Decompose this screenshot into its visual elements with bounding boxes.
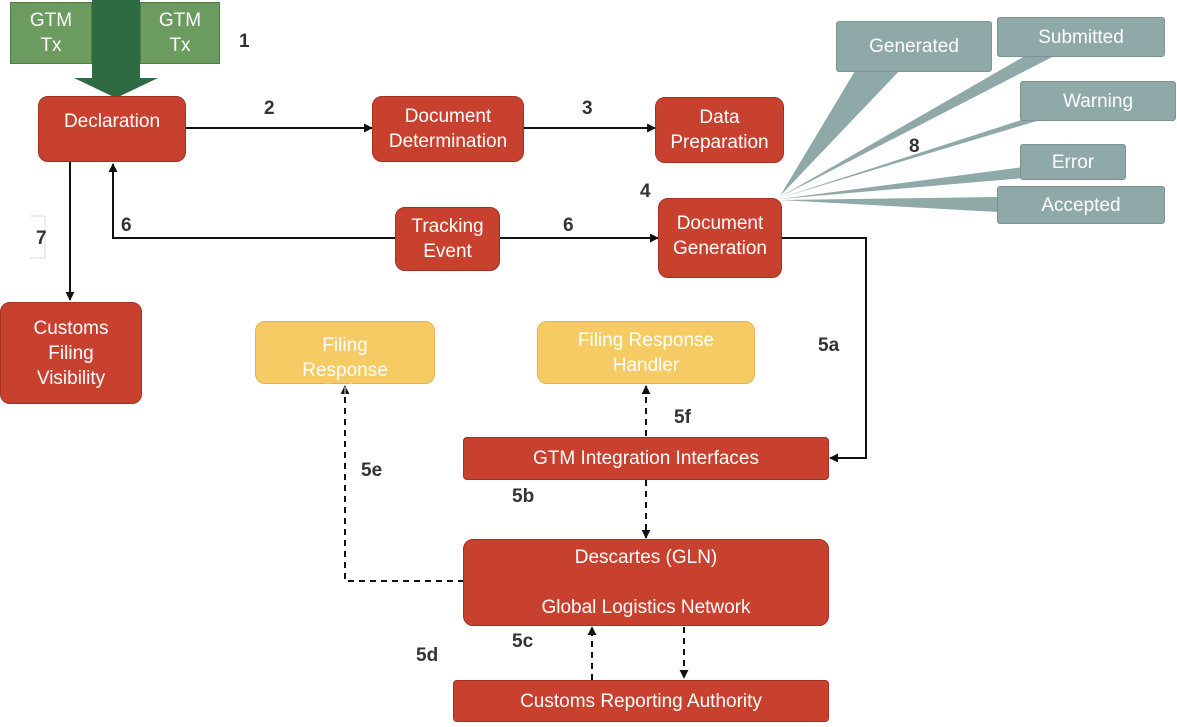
step-label-5e: 5e bbox=[361, 460, 383, 481]
descartes-box[interactable]: Descartes (GLN) Global Logistics Network bbox=[463, 539, 829, 626]
step-label-4: 4 bbox=[640, 181, 651, 202]
data-preparation-box[interactable]: Data Preparation bbox=[655, 97, 784, 163]
step-label-5f: 5f bbox=[674, 407, 691, 428]
status-generated-box[interactable]: Generated bbox=[836, 21, 992, 72]
data-preparation-line-2: Preparation bbox=[670, 132, 769, 153]
document-determination-line-2: Determination bbox=[388, 131, 508, 152]
status-error-label: Error bbox=[1051, 151, 1095, 173]
document-determination-line-1: Document bbox=[404, 106, 492, 127]
callout-error bbox=[780, 167, 1024, 199]
document-generation-line-2: Generation bbox=[672, 238, 767, 259]
declaration-label: Declaration bbox=[63, 111, 161, 132]
customs-filing-visibility-box[interactable]: Customs Filing Visibility bbox=[0, 302, 142, 404]
big-down-arrow bbox=[74, 0, 158, 98]
step-label-6-right: 6 bbox=[563, 215, 574, 236]
gtm-tx-left-line-1: GTM bbox=[29, 10, 73, 31]
document-generation-line-1: Document bbox=[676, 213, 764, 234]
tracking-event-box[interactable]: Tracking Event bbox=[395, 207, 500, 271]
customs-reporting-authority-box[interactable]: Customs Reporting Authority bbox=[453, 680, 829, 722]
step-label-8: 8 bbox=[909, 136, 920, 157]
filing-response-handler-line-2: Handler bbox=[612, 354, 680, 376]
status-accepted-label: Accepted bbox=[1041, 194, 1121, 216]
status-submitted-box[interactable]: Submitted bbox=[997, 17, 1165, 57]
gtm-integration-interfaces-label: GTM Integration Interfaces bbox=[533, 448, 759, 469]
status-warning-label: Warning bbox=[1062, 90, 1134, 112]
gtm-tx-right-line-1: GTM bbox=[158, 10, 202, 31]
callout-accepted bbox=[780, 197, 998, 212]
status-generated-label: Generated bbox=[869, 36, 959, 57]
descartes-line-3: Global Logistics Network bbox=[541, 597, 751, 618]
arrow-generation-to-integration bbox=[782, 237, 867, 463]
label-7-bracket bbox=[30, 215, 46, 259]
gtm-tx-left-line-2: Tx bbox=[40, 35, 62, 56]
step-label-1: 1 bbox=[239, 31, 250, 52]
customs-filing-visibility-line-1: Customs bbox=[33, 317, 109, 339]
step-label-5d: 5d bbox=[416, 645, 439, 666]
data-preparation-line-1: Data bbox=[699, 107, 740, 128]
step-label-5c: 5c bbox=[512, 631, 534, 652]
callout-generated bbox=[780, 66, 904, 196]
status-warning-box[interactable]: Warning bbox=[1020, 81, 1176, 121]
filing-response-script-box[interactable]: Filing Response Script bbox=[255, 321, 435, 402]
step-label-5b: 5b bbox=[512, 486, 535, 507]
filing-response-script-line-3: Script bbox=[320, 381, 370, 402]
filing-response-handler-box[interactable]: Filing Response Handler bbox=[537, 321, 755, 384]
step-label-3: 3 bbox=[582, 98, 593, 119]
gtm-integration-interfaces-box[interactable]: GTM Integration Interfaces bbox=[463, 437, 829, 480]
step-label-6-left: 6 bbox=[121, 215, 132, 236]
filing-response-script-line-1: Filing bbox=[322, 335, 368, 356]
step-label-5a: 5a bbox=[818, 335, 840, 356]
declaration-box[interactable]: Declaration bbox=[38, 96, 186, 162]
document-generation-box[interactable]: Document Generation bbox=[658, 198, 782, 278]
callout-submitted bbox=[780, 53, 1060, 197]
filing-response-handler-line-1: Filing Response bbox=[577, 329, 715, 351]
arrow-tracking-to-declaration bbox=[108, 163, 395, 239]
filing-response-script-line-2: Response bbox=[302, 360, 388, 381]
tracking-event-line-1: Tracking bbox=[411, 216, 484, 237]
step-label-7: 7 bbox=[36, 228, 47, 249]
gtm-tx-right-line-2: Tx bbox=[169, 35, 191, 56]
gtm-tx-right-box[interactable]: GTM Tx bbox=[140, 2, 220, 64]
document-determination-box[interactable]: Document Determination bbox=[372, 96, 524, 162]
status-error-box[interactable]: Error bbox=[1020, 144, 1126, 180]
customs-filing-visibility-line-2: Filing bbox=[48, 342, 94, 364]
customs-filing-visibility-line-3: Visibility bbox=[36, 367, 106, 389]
status-submitted-label: Submitted bbox=[1038, 26, 1124, 48]
descartes-line-1: Descartes (GLN) bbox=[574, 547, 718, 568]
arrow-descartes-to-script bbox=[340, 385, 464, 582]
gtm-tx-left-box[interactable]: GTM Tx bbox=[10, 2, 92, 64]
step-label-2: 2 bbox=[264, 98, 275, 119]
customs-reporting-authority-label: Customs Reporting Authority bbox=[520, 690, 762, 712]
tracking-event-line-2: Event bbox=[423, 241, 472, 262]
status-accepted-box[interactable]: Accepted bbox=[997, 186, 1165, 224]
callout-warning bbox=[780, 114, 1060, 198]
